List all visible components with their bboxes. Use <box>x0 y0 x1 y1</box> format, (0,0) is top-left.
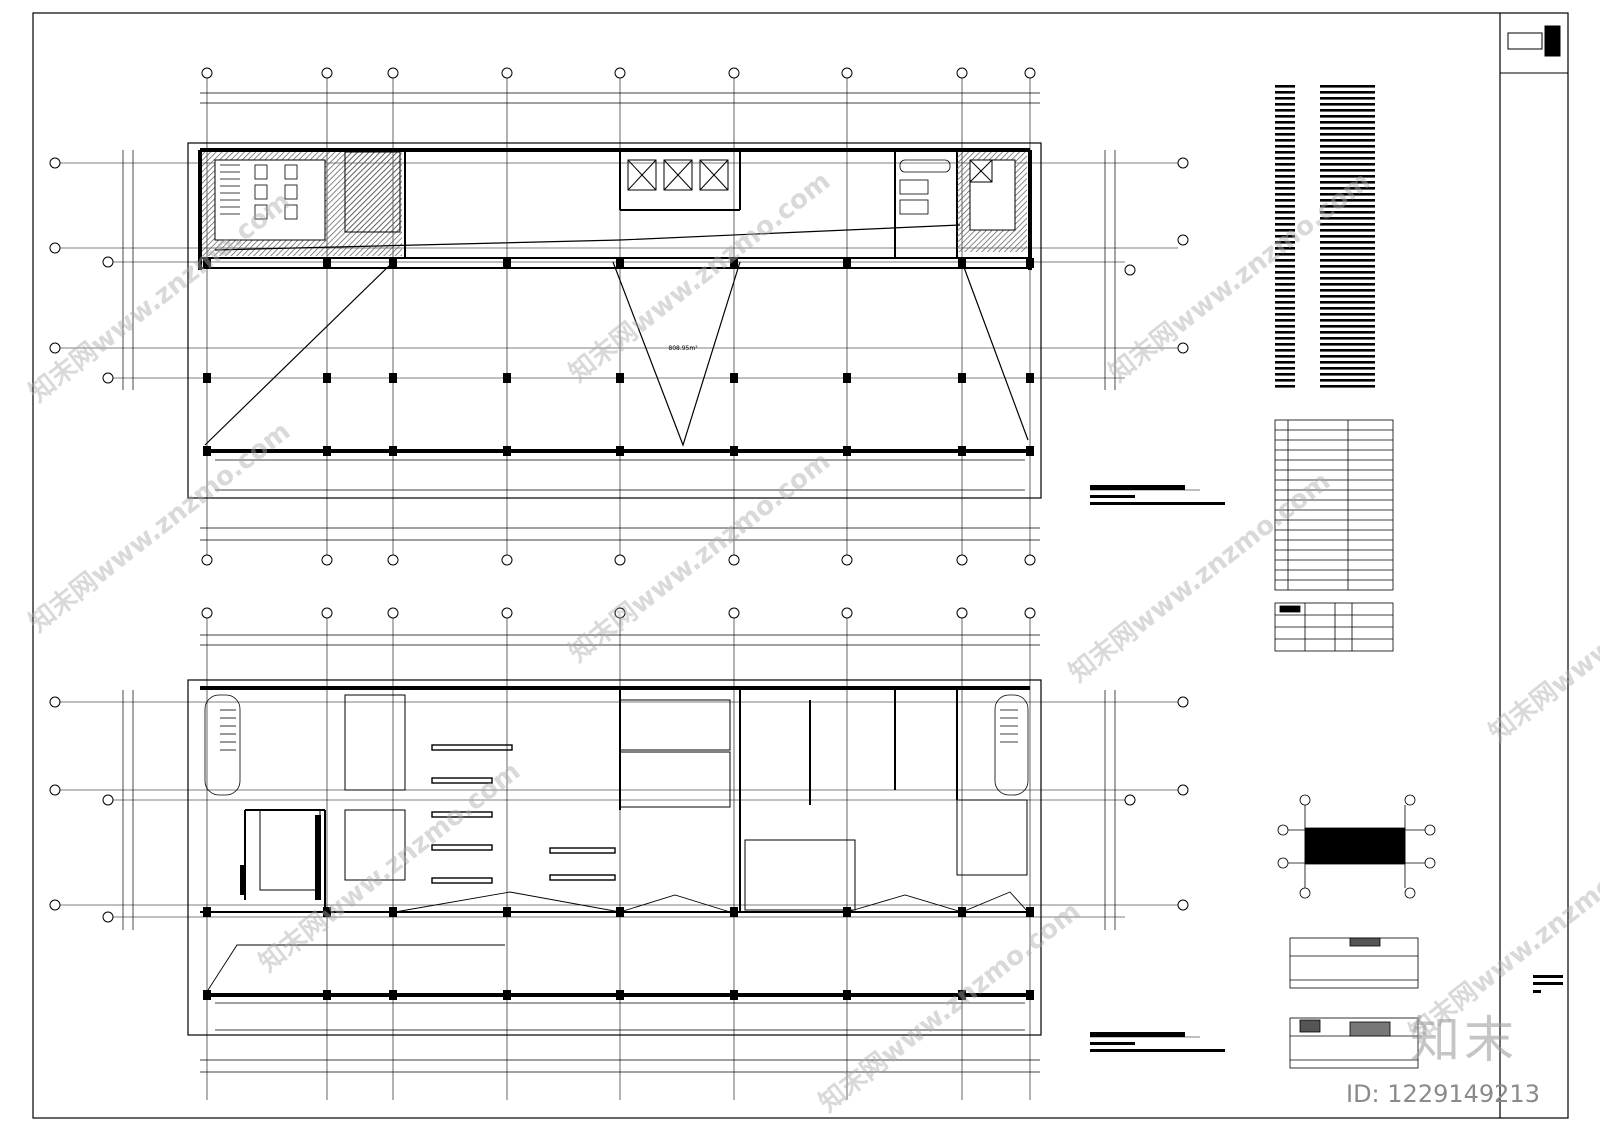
right-core-fixtures <box>899 159 951 215</box>
orientation-diagram <box>1277 794 1436 899</box>
room-partitions <box>259 694 1028 911</box>
sheet-border <box>32 12 1569 1119</box>
shaft-hatch <box>344 151 401 233</box>
columns <box>203 815 1034 1000</box>
upper-floor-plan: 808.95m² <box>49 67 1189 566</box>
building-outline <box>187 142 1042 499</box>
curtain-wall <box>215 459 1025 491</box>
upper-plan-title <box>1090 485 1225 505</box>
lower-floor-plan <box>49 607 1189 1100</box>
grid-lines <box>60 618 1178 1100</box>
grid-axis-bubbles-top <box>201 607 1036 619</box>
room-area-label: 808.95m² <box>668 345 698 352</box>
elevator-shafts <box>627 159 993 191</box>
curtain-wall <box>215 1002 1025 1031</box>
sloped-roof-lines <box>207 891 1029 991</box>
design-notes-text <box>1275 85 1375 390</box>
grid-axis-bubbles-left <box>49 157 114 384</box>
grid-axis-bubbles-left <box>49 696 114 923</box>
toilet-fixtures <box>254 164 298 220</box>
grid-axis-bubbles-right <box>1124 157 1189 354</box>
dimension-lines <box>122 634 1116 1073</box>
desk-rows <box>431 744 616 884</box>
grid-axis-bubbles-bottom <box>201 554 1036 566</box>
grid-axis-bubbles-right <box>1124 696 1189 911</box>
key-plan-icon <box>1507 25 1561 57</box>
level-table <box>1274 419 1394 591</box>
legend-table <box>1274 602 1394 652</box>
key-plan-thumbnail-lower <box>1289 1017 1419 1069</box>
grid-axis-bubbles-top <box>201 67 1036 79</box>
key-plan-box <box>1499 12 1569 74</box>
stairs-left <box>220 164 240 215</box>
lower-plan-title <box>1090 1032 1225 1052</box>
brand-logo: 知末 <box>1410 1011 1518 1069</box>
title-block-text <box>1533 975 1563 993</box>
columns <box>203 258 1034 456</box>
key-plan-thumbnail-upper <box>1289 937 1419 989</box>
building-outline <box>187 679 1042 1036</box>
stairs-left <box>204 694 241 796</box>
image-id-label: ID: 1229149213 <box>1346 1080 1540 1108</box>
fire-compartment-lines <box>204 224 1029 447</box>
dimension-lines <box>122 92 1116 541</box>
stairs-right <box>994 694 1029 796</box>
